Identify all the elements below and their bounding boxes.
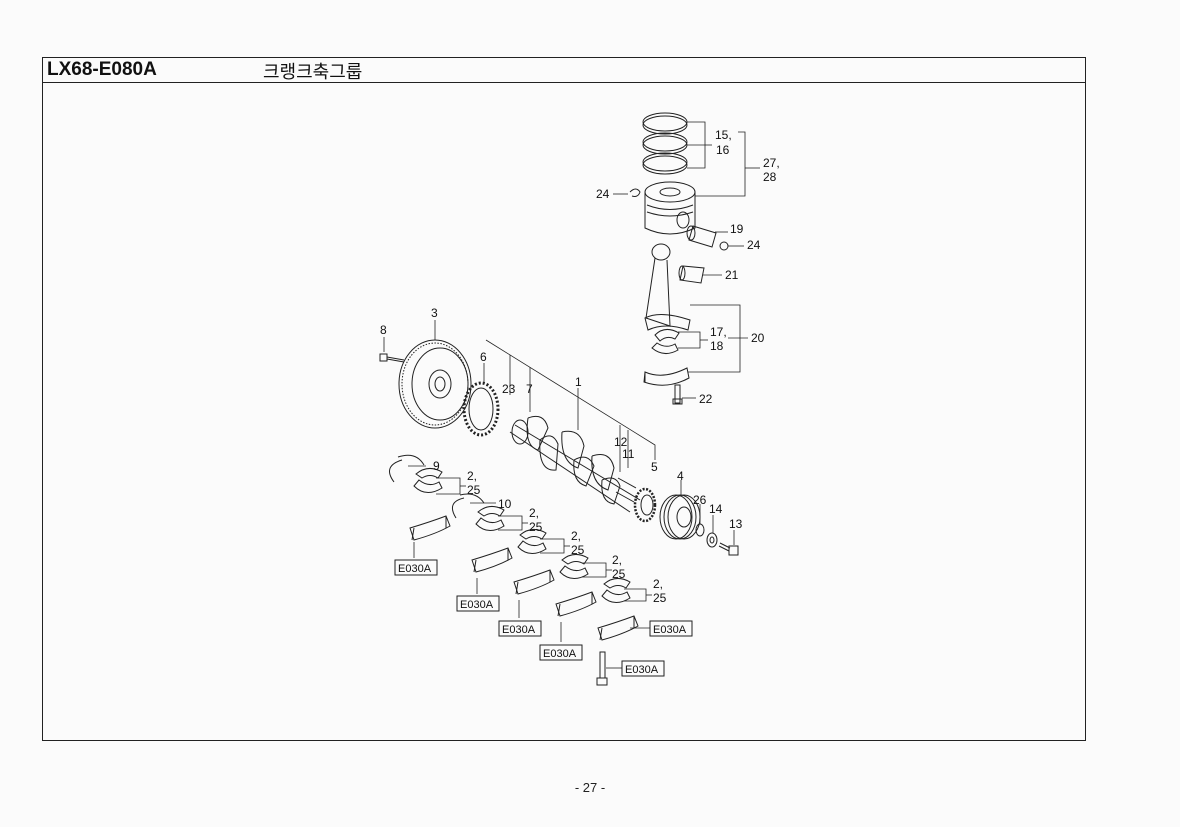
ref-box-6 xyxy=(621,660,665,677)
callout-13: 13 xyxy=(729,517,743,531)
callout-2-3: 2, xyxy=(571,529,581,543)
ref-box-1 xyxy=(394,559,438,576)
callout-11: 11 xyxy=(622,447,635,461)
callout-labels: 15, 16 27, 28 24 19 24 21 17, 18 20 22 3… xyxy=(380,128,780,605)
main-bearing-cap-3 xyxy=(513,569,555,595)
ref-label-2: E030A xyxy=(460,599,494,611)
ref-box-2 xyxy=(456,595,500,612)
crankshaft xyxy=(509,415,641,513)
piston-pin xyxy=(686,225,717,248)
page-number: - 27 - xyxy=(574,780,606,795)
callout-14: 14 xyxy=(709,502,723,516)
flywheel-bolt xyxy=(379,353,405,363)
main-bearing-cap-4 xyxy=(555,591,597,617)
callout-2-5: 2, xyxy=(653,577,663,591)
ref-label-5: E030A xyxy=(653,624,687,636)
rod-cap xyxy=(643,367,690,386)
main-bearing-cap-2 xyxy=(471,547,513,573)
main-bearing-bolt xyxy=(596,651,608,686)
callout-16: 16 xyxy=(716,143,730,157)
ref-label-6: E030A xyxy=(625,664,659,676)
main-bearing-set-5 xyxy=(601,578,631,603)
callout-28: 28 xyxy=(763,170,777,184)
callout-2-4: 2, xyxy=(612,553,622,567)
piston xyxy=(644,181,696,235)
callout-9: 9 xyxy=(433,459,440,473)
ref-box-5 xyxy=(649,620,693,637)
callout-8: 8 xyxy=(380,323,387,337)
callout-12: 12 xyxy=(614,435,628,449)
drawing-frame: LX68-E080A 크랭크축그룹 xyxy=(42,57,1086,741)
flywheel xyxy=(398,339,472,429)
callout-5: 5 xyxy=(651,460,658,474)
main-bearing-set-4 xyxy=(559,554,589,579)
main-bearing-cap-1 xyxy=(409,515,451,541)
ref-box-4 xyxy=(539,644,583,661)
callout-21: 21 xyxy=(725,268,739,282)
snap-ring-left xyxy=(629,188,641,197)
callout-20: 20 xyxy=(751,331,765,345)
crankshaft-gear xyxy=(633,487,657,523)
callout-23: 23 xyxy=(502,382,516,396)
bushing xyxy=(678,265,705,284)
callout-15: 15, xyxy=(715,128,732,142)
ref-label-4: E030A xyxy=(543,648,577,660)
main-bearing-cap-5 xyxy=(597,615,639,641)
leader-lines xyxy=(383,121,760,669)
drawing-title: 크랭크축그룹 xyxy=(263,62,363,83)
callout-25-5: 25 xyxy=(653,591,667,605)
thrust-washer-10 xyxy=(451,493,485,519)
ref-label-3: E030A xyxy=(502,624,536,636)
crank-pulley xyxy=(659,494,701,540)
callout-7: 7 xyxy=(526,382,533,396)
conrod-bearings xyxy=(651,329,680,354)
snap-ring-right xyxy=(719,241,729,251)
piston-rings xyxy=(642,112,688,175)
callout-10: 10 xyxy=(498,497,512,511)
callout-4: 4 xyxy=(677,469,684,483)
connecting-rod xyxy=(644,243,691,331)
callout-25-4: 25 xyxy=(612,567,626,581)
callout-24-right: 24 xyxy=(747,238,761,252)
callout-17: 17, xyxy=(710,325,727,339)
washer xyxy=(706,532,718,548)
pulley-bolt xyxy=(718,542,739,556)
callout-25-1: 25 xyxy=(467,483,481,497)
callout-2-2: 2, xyxy=(529,506,539,520)
callout-1: 1 xyxy=(575,375,582,389)
thrust-washer-9 xyxy=(389,454,425,483)
rod-bolt xyxy=(672,384,683,405)
ring-gear xyxy=(462,381,500,437)
reference-boxes: E030A E030A E030A E030A E030A E030A xyxy=(394,559,693,677)
callout-25-2: 25 xyxy=(529,520,543,534)
callout-19: 19 xyxy=(730,222,744,236)
callout-24-left: 24 xyxy=(596,187,610,201)
callout-18: 18 xyxy=(710,339,724,353)
callout-25-3: 25 xyxy=(571,543,585,557)
title-bar: LX68-E080A 크랭크축그룹 xyxy=(43,58,1085,83)
callout-22: 22 xyxy=(699,392,713,406)
drawing-code: LX68-E080A xyxy=(47,59,157,80)
callout-27: 27, xyxy=(763,156,780,170)
ref-box-3 xyxy=(498,620,542,637)
callout-26: 26 xyxy=(693,493,707,507)
callout-3: 3 xyxy=(431,306,438,320)
callout-2-1: 2, xyxy=(467,469,477,483)
ref-label-1: E030A xyxy=(398,563,432,575)
callout-6: 6 xyxy=(480,350,487,364)
